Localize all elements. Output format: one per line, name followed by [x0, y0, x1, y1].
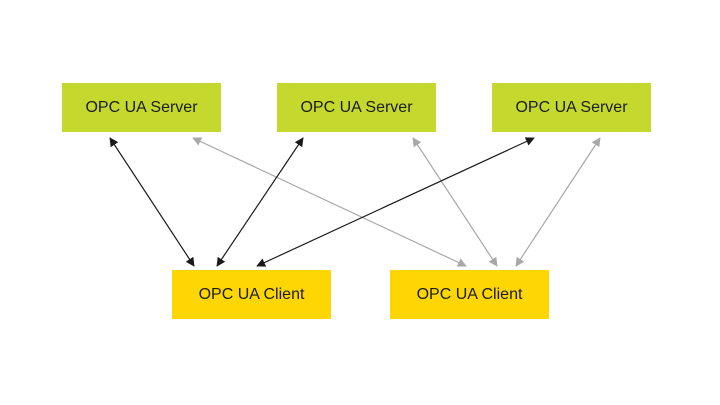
- server-label-1: OPC UA Server: [85, 98, 198, 116]
- server-label-3: OPC UA Server: [515, 98, 628, 116]
- link-client-1-server-2: [216, 137, 304, 267]
- client-node-2: OPC UA Client: [390, 270, 549, 319]
- link-client-1-server-3: [256, 137, 535, 267]
- server-node-1: OPC UA Server: [62, 83, 221, 132]
- server-node-2: OPC UA Server: [277, 83, 436, 132]
- link-client-1-server-1: [109, 137, 195, 267]
- client-label-1: OPC UA Client: [198, 285, 305, 303]
- server-node-3: OPC UA Server: [492, 83, 651, 132]
- link-client-2-server-3: [515, 137, 601, 267]
- client-label-2: OPC UA Client: [416, 285, 523, 303]
- server-label-2: OPC UA Server: [300, 98, 413, 116]
- client-node-1: OPC UA Client: [172, 270, 331, 319]
